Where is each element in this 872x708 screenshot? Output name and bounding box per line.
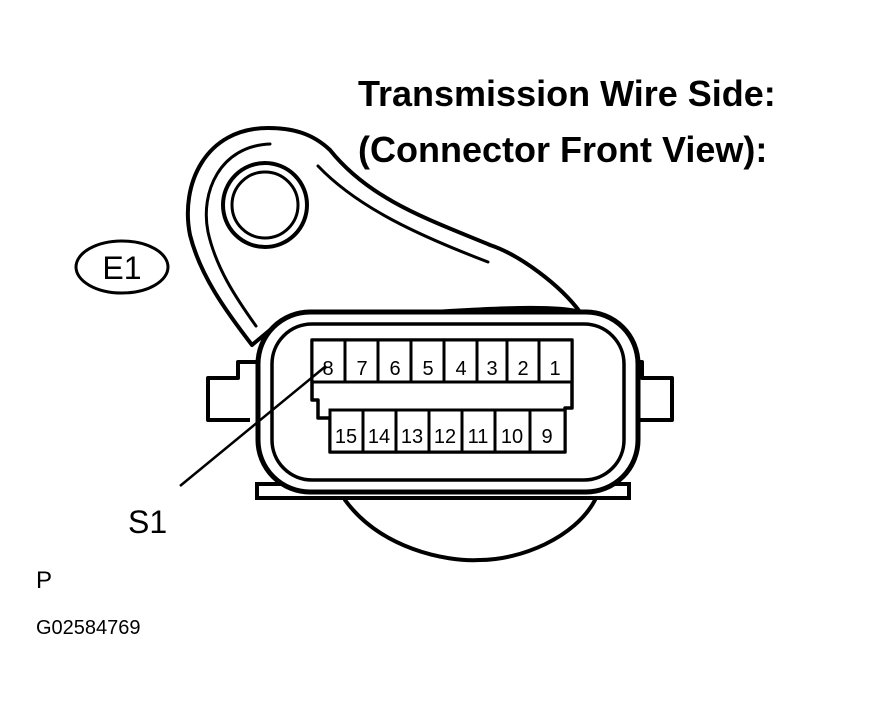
pin-cell-14	[361, 408, 398, 454]
pin-row-top: 8 7 6 5 4 3 2 1	[310, 338, 574, 384]
pin-row-bottom: 15 14 13 12 11 10 9	[328, 408, 567, 454]
pin-cell-13	[394, 408, 431, 454]
pin-cell-5	[409, 338, 446, 384]
footer-letter: P	[36, 567, 52, 594]
pin-label-7: 7	[356, 358, 367, 380]
title-line-1: Transmission Wire Side:	[358, 73, 776, 114]
pin-label-11: 11	[468, 426, 489, 448]
figure-id: G02584769	[36, 617, 141, 639]
mounting-bracket-inner	[204, 142, 490, 328]
pin-label-6: 6	[389, 358, 400, 380]
s1-callout-label: S1	[128, 504, 167, 540]
pin-cell-6	[376, 338, 413, 384]
mounting-hole-inner	[230, 170, 300, 240]
pin-cell-7	[343, 338, 380, 384]
pin-label-1: 1	[549, 358, 560, 380]
pin-label-14: 14	[368, 426, 390, 448]
pin-cell-1	[537, 338, 574, 384]
pin-label-13: 13	[401, 426, 423, 448]
pin-cell-10	[493, 408, 532, 454]
pin-label-9: 9	[541, 426, 552, 448]
pin-cell-2	[505, 338, 541, 384]
pin-cell-15	[328, 408, 365, 454]
left-latch	[206, 360, 265, 422]
pin-label-3: 3	[486, 358, 497, 380]
pin-cell-12	[427, 408, 464, 454]
pin-label-4: 4	[455, 358, 466, 380]
pin-cell-8	[310, 338, 347, 384]
pin-label-12: 12	[434, 426, 456, 448]
pin-cell-3	[475, 338, 509, 384]
pin-cell-9	[528, 408, 567, 454]
title-line-2: (Connector Front View):	[358, 129, 767, 170]
pin-label-8: 8	[322, 358, 333, 380]
pin-label-5: 5	[422, 358, 433, 380]
pin-cell-11	[460, 408, 497, 454]
round-housing	[343, 498, 597, 563]
connector-code-ellipse	[74, 239, 170, 295]
pin-label-15: 15	[335, 426, 357, 448]
connector-code-label: E1	[102, 250, 141, 286]
pin-label-10: 10	[501, 426, 523, 448]
s1-leader-line	[179, 365, 327, 487]
pin-label-2: 2	[517, 358, 528, 380]
